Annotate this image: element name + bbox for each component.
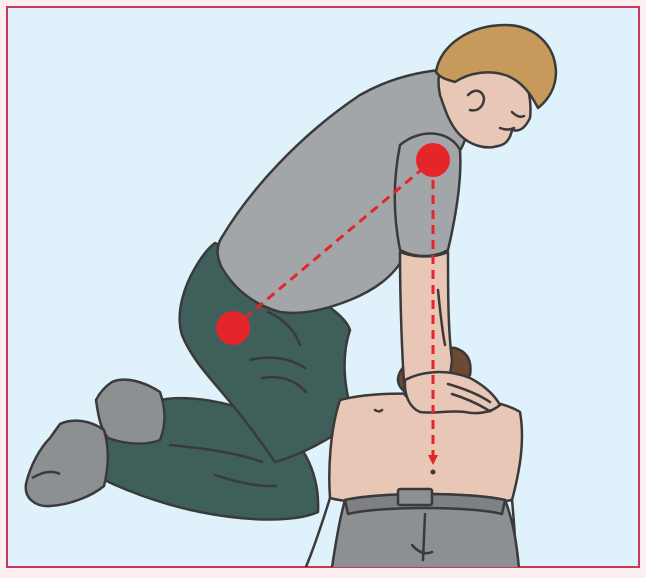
hip-pivot-marker (216, 311, 250, 345)
patient-belt-buckle (398, 489, 432, 505)
shoulder-pivot-marker (416, 143, 450, 177)
patient-navel (431, 470, 436, 475)
